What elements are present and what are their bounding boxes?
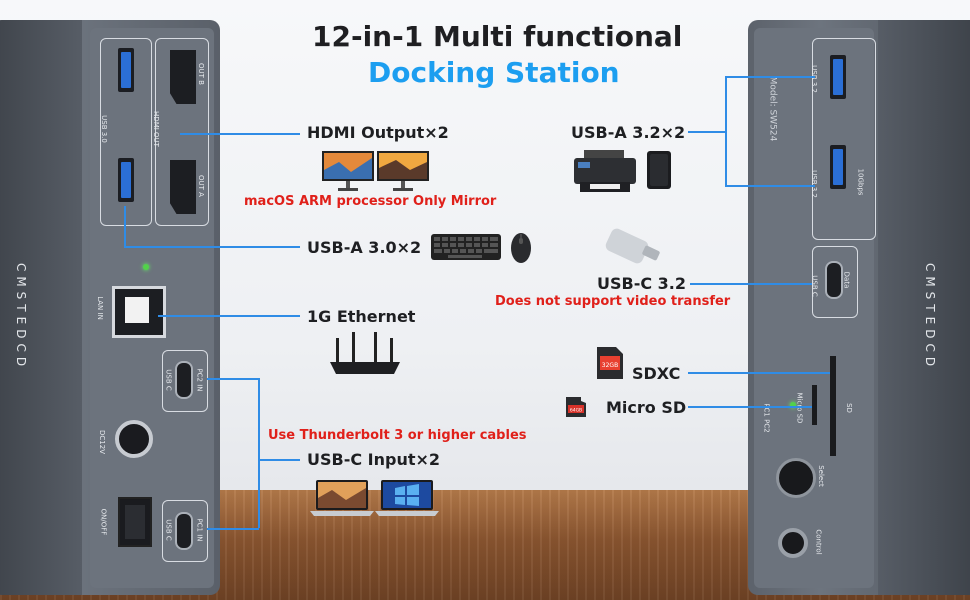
usb-stick-icon	[605, 228, 660, 264]
label-pc2-in: PC2 IN	[195, 368, 204, 392]
microsd-card-icon: 64GB	[566, 397, 586, 417]
callout-usbc32-note: Does not support video transfer	[495, 294, 731, 309]
hdmi-leader-line	[180, 133, 300, 135]
usba32-leader-top	[725, 76, 815, 78]
hard-drive-icon	[647, 151, 671, 189]
svg-text:64GB: 64GB	[570, 408, 582, 414]
callout-usba30: USB-A 3.0×2	[307, 238, 422, 257]
usb-c-data-group	[812, 246, 858, 318]
usba32-leader-bottom	[725, 185, 815, 187]
usb32-port-group	[812, 38, 876, 240]
usbc-leader-v	[258, 378, 260, 528]
label-data: Data	[842, 271, 851, 289]
keyboard-icon	[431, 234, 501, 260]
label-dc12v: DC12V	[97, 430, 106, 454]
pc-select-led	[790, 402, 796, 408]
label-out-b: OUT B	[196, 63, 205, 85]
callout-hdmi-note: macOS ARM processor Only Mirror	[244, 194, 497, 209]
label-usb30: USB 3.0	[99, 115, 108, 143]
label-lan-in: LAN IN	[95, 296, 104, 320]
label-10gbps: 10Gbps	[856, 168, 865, 196]
label-sd: SD	[844, 403, 853, 413]
usbc-leader-h2	[207, 528, 259, 530]
usb-a-port-2[interactable]	[118, 158, 134, 202]
microsd-card-slot[interactable]	[812, 385, 817, 425]
label-usb-c-1: USB C	[164, 369, 173, 391]
hdmi-port-group	[155, 38, 209, 226]
usb-c-32-port[interactable]	[825, 261, 843, 299]
pc1-usb-c-group	[162, 500, 208, 562]
router-icon	[330, 332, 400, 374]
pc2-usb-c-group	[162, 350, 208, 412]
callout-ethernet: 1G Ethernet	[307, 307, 416, 326]
ethernet-leader-line	[158, 315, 300, 317]
label-control: Control	[814, 529, 823, 555]
usba30-leader-h	[124, 246, 300, 248]
laptop-icon	[310, 480, 374, 516]
power-switch[interactable]	[118, 497, 152, 547]
usbc32-leader-line	[690, 283, 812, 285]
label-pc1-in: PC1 IN	[195, 518, 204, 542]
callout-hdmi: HDMI Output×2	[307, 123, 449, 142]
callout-microsd: Micro SD	[606, 398, 687, 417]
label-usb-c-2: USB C	[164, 519, 173, 541]
callout-usbc-input: USB-C Input×2	[307, 450, 441, 469]
sd-card-icon: 32GB	[597, 347, 623, 379]
usb-a-32-port-2[interactable]	[830, 145, 846, 189]
usb-a-port-1[interactable]	[118, 48, 134, 92]
brand-logo-right: CMSTEDCD	[923, 262, 938, 372]
sd-card-slot[interactable]	[830, 356, 836, 456]
label-select: Select	[816, 465, 825, 487]
usbc-leader-h1	[207, 378, 259, 380]
dock-left-side	[0, 20, 82, 595]
svg-text:32GB: 32GB	[602, 362, 618, 369]
callout-usba32: USB-A 3.2×2	[571, 123, 686, 142]
printer-icon	[574, 150, 636, 192]
usbc-leader-h3	[258, 459, 300, 461]
hdmi-port-b[interactable]	[170, 50, 196, 104]
usb-c-pc1-port[interactable]	[175, 512, 193, 550]
label-usb32-a: USB 3.2	[809, 65, 818, 93]
title-line-1: 12-in-1 Multi functional	[312, 20, 683, 53]
callout-thunderbolt-note: Use Thunderbolt 3 or higher cables	[268, 428, 527, 443]
label-usb32-b: USB 3.2	[809, 170, 818, 198]
mouse-icon	[511, 233, 531, 263]
sdxc-leader-line	[688, 372, 830, 374]
control-audio-jack[interactable]	[778, 528, 808, 558]
hdmi-port-a[interactable]	[170, 160, 196, 214]
ethernet-port[interactable]	[112, 286, 166, 338]
usba32-leader-v	[725, 76, 727, 186]
select-button[interactable]	[776, 458, 816, 498]
dock-right: CMSTEDCD	[748, 20, 970, 595]
label-micro-sd: Micro SD	[795, 392, 804, 424]
label-usb-c-right: USB C	[810, 275, 819, 297]
monitor-icon	[322, 151, 374, 191]
callout-usbc32: USB-C 3.2	[597, 274, 687, 293]
dc-power-jack[interactable]	[115, 420, 153, 458]
model-number: Model: SW524	[767, 76, 778, 142]
monitor-icon-2	[377, 151, 429, 191]
brand-logo-left: CMSTEDCD	[14, 262, 29, 372]
laptop-icon-2	[375, 480, 439, 516]
label-on-off: ON/OFF	[99, 508, 108, 536]
microsd-leader-line	[688, 406, 812, 408]
title-line-2: Docking Station	[368, 56, 620, 89]
dock-right-side	[878, 20, 970, 595]
usb-a-32-port-1[interactable]	[830, 55, 846, 99]
usba32-leader-h	[688, 131, 726, 133]
callout-sdxc: SDXC	[632, 364, 681, 383]
usba30-leader-v	[124, 206, 126, 246]
dock-right-face	[754, 28, 874, 588]
lan-status-led	[143, 264, 149, 270]
label-hdmi-out: HDMI OUT	[151, 111, 160, 147]
label-out-a: OUT A	[196, 175, 205, 197]
usb-c-pc2-port[interactable]	[175, 361, 193, 399]
usb-a-port-group	[100, 38, 152, 226]
